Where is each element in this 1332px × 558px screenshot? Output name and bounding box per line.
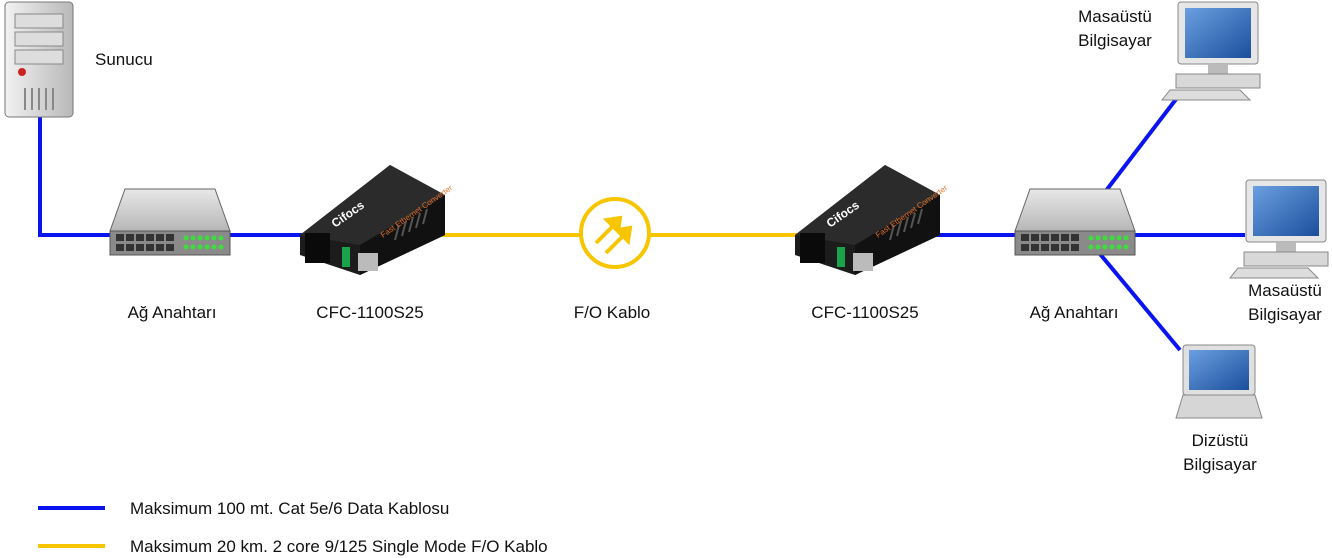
- switch-left-icon: [109, 188, 231, 256]
- legend-copper-label: Maksimum 100 mt. Cat 5e/6 Data Kablosu: [130, 499, 449, 518]
- desktop-middle-label-line2: Bilgisayar: [1248, 305, 1322, 324]
- desktop-top-icon: [1161, 1, 1261, 101]
- server-to-switch-cable: [38, 110, 112, 237]
- laptop-label-line2: Bilgisayar: [1183, 455, 1257, 474]
- desktop-middle-icon: [1229, 179, 1329, 279]
- server-icon: [4, 1, 74, 118]
- desktop-top-label-line2: Bilgisayar: [1078, 31, 1152, 50]
- converter-left-label: CFC-1100S25: [316, 303, 423, 322]
- converter-right-icon: Cifocs Fast Ethernet Converter: [794, 164, 949, 276]
- switch-to-laptop-cable: [1098, 252, 1182, 352]
- legend-fiber-label: Maksimum 20 km. 2 core 9/125 Single Mode…: [130, 537, 548, 556]
- switch-right-icon: [1014, 188, 1136, 256]
- desktop-top-label-line1: Masaüstü: [1078, 7, 1152, 26]
- switch-to-desktop-top-cable: [1103, 92, 1182, 194]
- switch-left-label: Ağ Anahtarı: [128, 303, 217, 322]
- desktop-middle-label-line1: Masaüstü: [1248, 281, 1322, 300]
- converter-right-label: CFC-1100S25: [811, 303, 918, 322]
- legend: Maksimum 100 mt. Cat 5e/6 Data Kablosu M…: [38, 499, 548, 556]
- server-label: Sunucu: [95, 50, 153, 69]
- fiber-optic-icon: [579, 197, 651, 269]
- switch-right-label: Ağ Anahtarı: [1030, 303, 1119, 322]
- fiber-label: F/O Kablo: [574, 303, 651, 322]
- converter-left-icon: Cifocs Fast Ethernet Converter: [299, 164, 454, 276]
- laptop-icon: [1175, 344, 1263, 419]
- laptop-label-line1: Dizüstü: [1192, 431, 1249, 450]
